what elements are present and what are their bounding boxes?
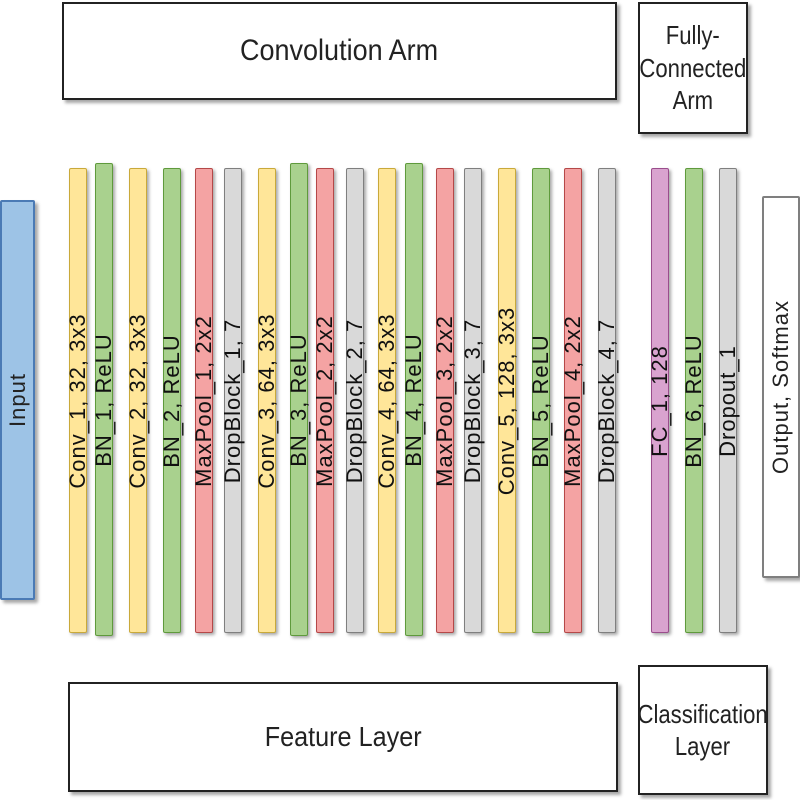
layer-label: BN_6, ReLU	[681, 333, 706, 468]
layer-conv-1: Conv_1, 32, 3x3	[65, 168, 90, 633]
layer-conv-3: Conv_2, 32, 3x3	[125, 168, 150, 633]
classification-layer-label-2: Layer	[675, 731, 731, 761]
layer-conv-7: Conv_3, 64, 3x3	[254, 168, 279, 633]
layer-pool-13: MaxPool_3, 2x2	[432, 168, 457, 633]
input-label: Input	[4, 373, 30, 427]
layer-label: Dropout_1	[715, 344, 740, 457]
layer-label: Conv_3, 64, 3x3	[254, 312, 279, 489]
layer-label: MaxPool_4, 2x2	[560, 314, 585, 487]
layer-label: BN_4, ReLU	[401, 332, 426, 467]
layer-fc-19: FC_1, 128	[647, 168, 672, 633]
layer-label: MaxPool_2, 2x2	[312, 314, 337, 487]
layer-bn-12: BN_4, ReLU	[401, 163, 426, 636]
fully-connected-arm-label-3: Arm	[672, 85, 714, 116]
fully-connected-arm-label-1: Fully-	[665, 20, 721, 51]
layer-drop-21: Dropout_1	[715, 168, 740, 633]
layer-drop-10: DropBlock_2, 7	[342, 168, 367, 633]
fully-connected-arm-label-2: Connected	[639, 52, 747, 83]
layer-bn-4: BN_2, ReLU	[159, 168, 184, 633]
layer-label: Conv_1, 32, 3x3	[65, 312, 90, 489]
classification-layer-label-1: Classification	[637, 698, 769, 729]
output-label: Output, Softmax	[768, 300, 793, 474]
layer-bn-20: BN_6, ReLU	[681, 168, 706, 633]
layer-label: DropBlock_3, 7	[460, 318, 485, 483]
feature-layer-label: Feature Layer	[264, 721, 422, 752]
layer-label: DropBlock_4, 7	[594, 318, 619, 483]
layer-label: DropBlock_2, 7	[342, 318, 367, 483]
layer-label: BN_1, ReLU	[91, 332, 116, 467]
layer-conv-15: Conv_5, 128, 3x3	[494, 168, 519, 633]
layer-pool-17: MaxPool_4, 2x2	[560, 168, 585, 633]
layer-pool-5: MaxPool_1, 2x2	[191, 168, 216, 633]
layer-label: BN_3, ReLU	[286, 332, 311, 467]
layer-label: Conv_2, 32, 3x3	[125, 312, 150, 489]
layer-label: BN_2, ReLU	[159, 333, 184, 468]
classification-layer-box: Classification Layer	[638, 665, 768, 795]
layer-label: Conv_4, 64, 3x3	[374, 312, 399, 489]
layer-label: Conv_5, 128, 3x3	[494, 306, 519, 495]
output-block: Output, Softmax	[762, 196, 800, 578]
feature-layer-box: Feature Layer	[68, 682, 618, 792]
layer-label: FC_1, 128	[647, 344, 672, 457]
layer-conv-11: Conv_4, 64, 3x3	[374, 168, 399, 633]
layer-bn-16: BN_5, ReLU	[528, 168, 553, 633]
convolution-arm-box: Convolution Arm	[62, 2, 617, 100]
fully-connected-arm-box: Fully- Connected Arm	[638, 2, 748, 134]
layer-drop-18: DropBlock_4, 7	[594, 168, 619, 633]
layer-label: BN_5, ReLU	[528, 333, 553, 468]
layer-pool-9: MaxPool_2, 2x2	[312, 168, 337, 633]
layer-label: DropBlock_1, 7	[220, 318, 245, 483]
layer-label: MaxPool_3, 2x2	[432, 314, 457, 487]
layer-drop-14: DropBlock_3, 7	[460, 168, 485, 633]
layer-drop-6: DropBlock_1, 7	[220, 168, 245, 633]
layer-bn-8: BN_3, ReLU	[286, 163, 311, 636]
layer-bn-2: BN_1, ReLU	[91, 163, 116, 636]
input-block: Input	[0, 200, 35, 600]
layer-label: MaxPool_1, 2x2	[191, 314, 216, 487]
convolution-arm-label: Convolution Arm	[240, 34, 439, 67]
